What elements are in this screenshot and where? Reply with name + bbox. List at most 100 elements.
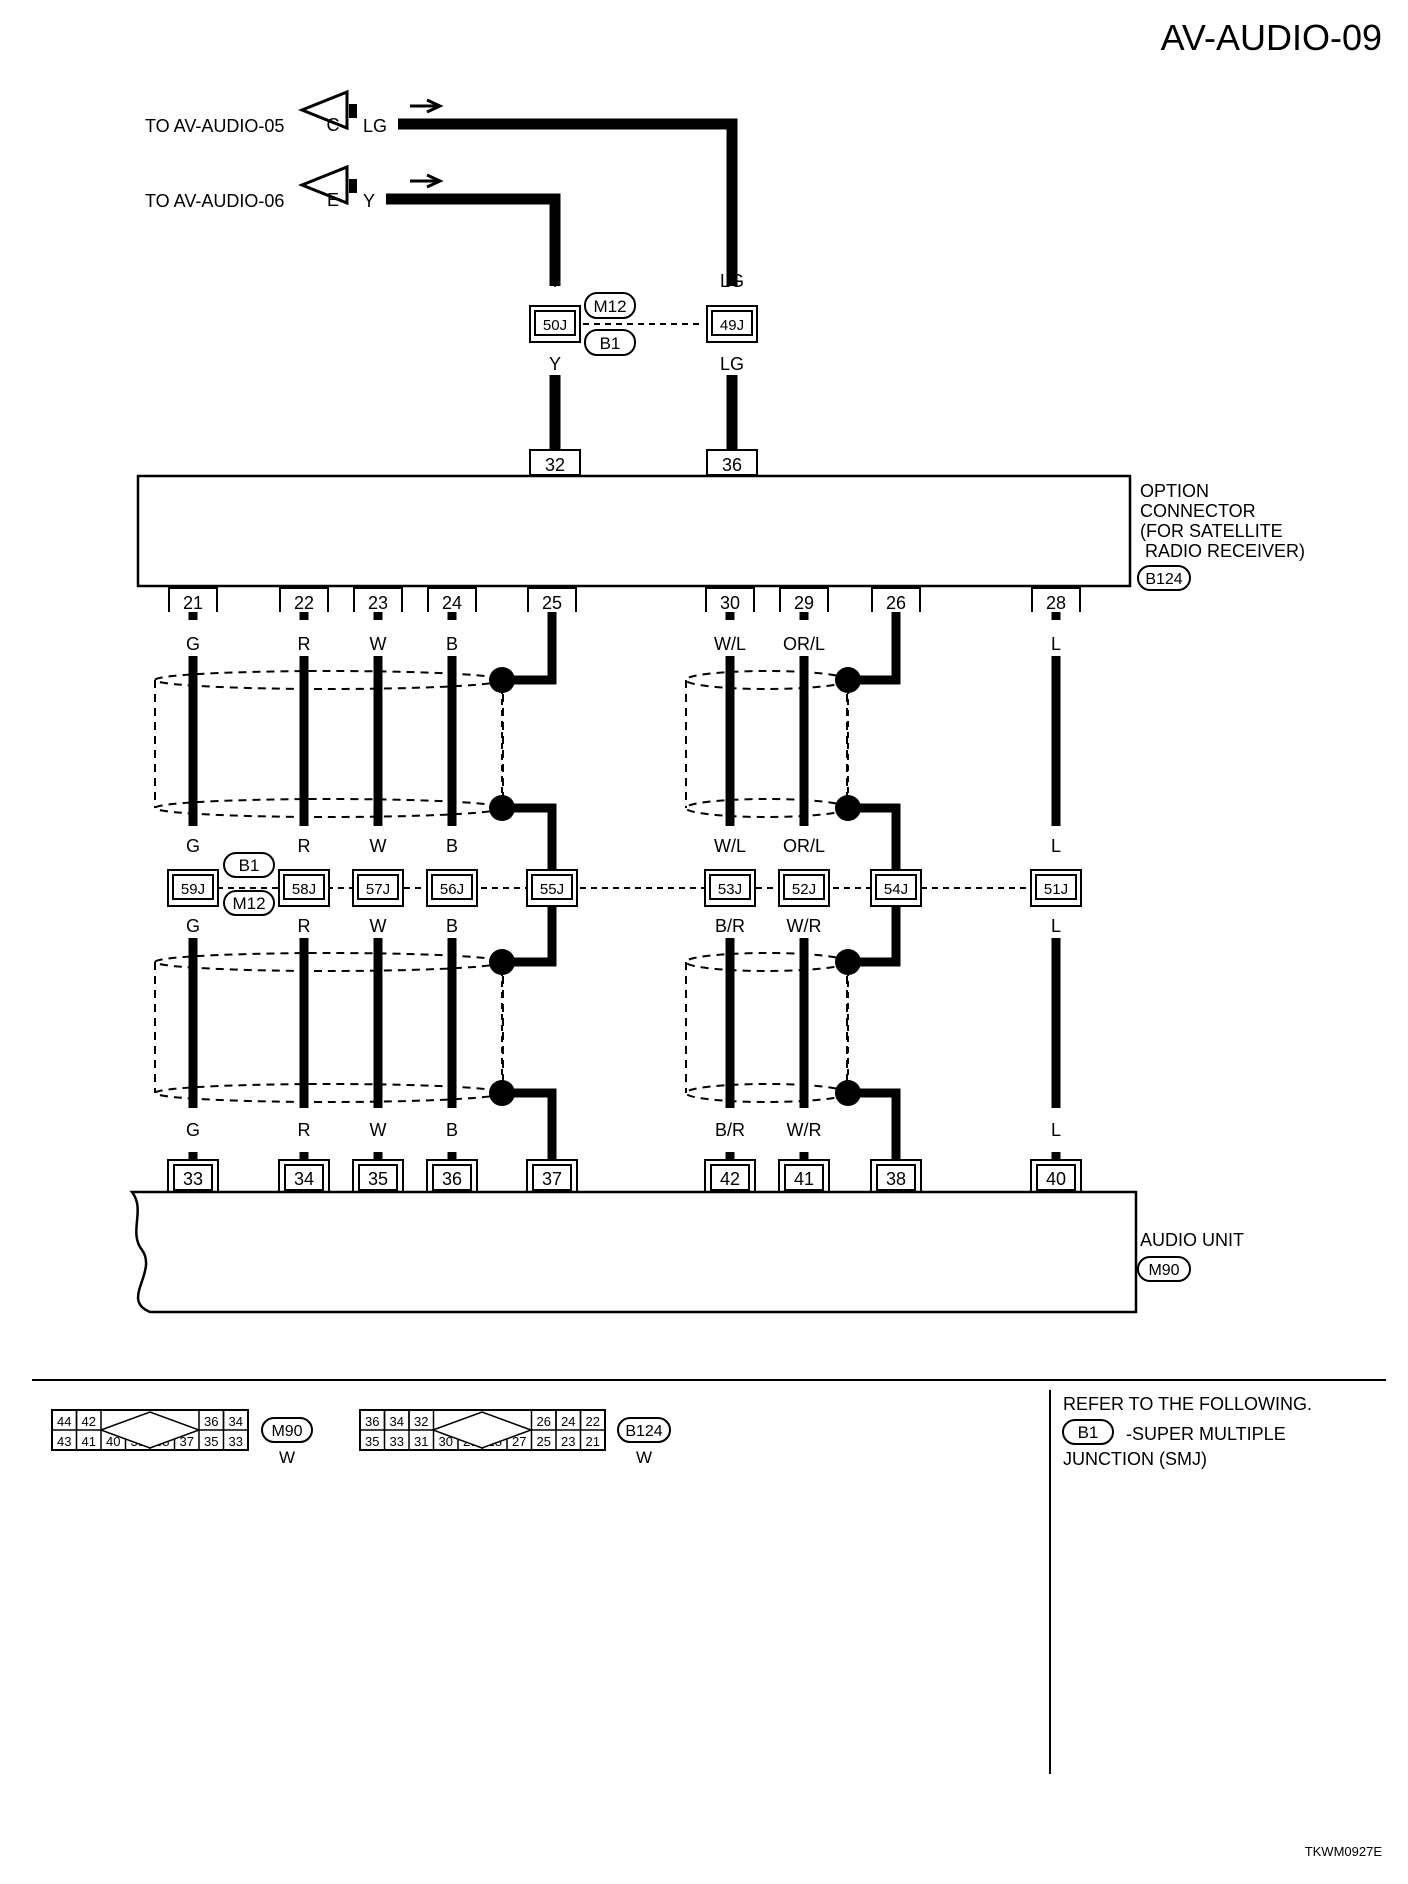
au-pin-34: 34: [278, 1159, 330, 1192]
wire-color: B: [446, 916, 458, 936]
shield-lower-right: [685, 952, 848, 1103]
shield-ground-point: [835, 667, 861, 693]
wire-color: W/R: [787, 916, 822, 936]
pin-label: 36: [722, 455, 742, 475]
pin-label: 25: [542, 593, 562, 613]
wire-color: W: [370, 836, 387, 856]
pin-label: 36: [442, 1169, 462, 1189]
cavity-number: 21: [586, 1434, 600, 1449]
wire-circuit-21: 21GGGG59J33CD LHINPUT(-): [166, 587, 220, 1250]
ref-color: LG: [363, 116, 387, 136]
pin-label: 32: [545, 455, 565, 475]
audio-unit-id-tag: [1137, 1256, 1191, 1282]
joint-label: 57J: [366, 881, 390, 898]
wire-color: L: [1051, 634, 1061, 654]
connector-color: W: [279, 1448, 295, 1467]
arrow-connector-icon: [297, 164, 349, 206]
cavity-number: 26: [537, 1414, 551, 1429]
pin-label: 42: [720, 1169, 740, 1189]
wire-color: LG: [720, 271, 744, 291]
terminal-icon: [349, 104, 357, 118]
cavity-number: 34: [229, 1414, 243, 1429]
joint-label: 56J: [440, 881, 464, 898]
connector-id-tag: [1137, 565, 1191, 591]
joint-51j[interactable]: 51J: [1030, 869, 1082, 907]
cavity-number: 33: [390, 1434, 404, 1449]
joint-52j[interactable]: 52J: [778, 869, 830, 907]
wire-color: L: [1051, 836, 1061, 856]
connector-name: OPTION: [1140, 481, 1209, 501]
drain-wire-26: [835, 612, 901, 1160]
pin-label: 28: [1046, 593, 1066, 613]
wire-circuit-22: 22RRRR58J34CD LHINPUT(+): [277, 587, 331, 1250]
joint-49j[interactable]: 49J: [706, 305, 758, 343]
wire-color: R: [298, 634, 311, 654]
connector-name: CONNECTOR: [1140, 501, 1256, 521]
joint-label: 52J: [792, 881, 816, 898]
au-pin-40: 40: [1030, 1159, 1082, 1192]
connector-face-b124[interactable]: 35333130292827252321363432262422 B124 W: [359, 1409, 671, 1467]
ref-av-audio-05[interactable]: TO AV-AUDIO-05 C LG: [145, 89, 444, 136]
connector-face-m90[interactable]: 434140393837353344423634 M90 W: [51, 1409, 313, 1467]
joint-58j[interactable]: 58J: [278, 869, 330, 907]
connector-id-tag: [261, 1417, 313, 1443]
option-connector[interactable]: OPTION CONNECTOR (FOR SATELLITE RADIO RE…: [136, 474, 1305, 591]
wire-color: L: [1051, 916, 1061, 936]
cavity-number: 35: [365, 1434, 379, 1449]
cavity-number: 40: [106, 1434, 120, 1449]
joint-55j[interactable]: 55J: [526, 869, 578, 907]
cavity-number: 24: [561, 1414, 575, 1429]
terminal-icon: [349, 179, 357, 193]
pin-label: 33: [183, 1169, 203, 1189]
joint-label: 53J: [718, 881, 742, 898]
joint-label: 55J: [540, 881, 564, 898]
note-text: -SUPER MULTIPLE: [1126, 1424, 1286, 1444]
joint-56j[interactable]: 56J: [426, 869, 478, 907]
opt-pin-28: 28: [1031, 587, 1081, 613]
joint-label: 51J: [1044, 881, 1068, 898]
cavity-number: 27: [512, 1434, 526, 1449]
connector-id: B124: [625, 1423, 662, 1440]
connector-name: RADIO RECEIVER): [1140, 541, 1305, 561]
wire-color: B/R: [715, 1120, 745, 1140]
joint-53j[interactable]: 53J: [704, 869, 756, 907]
cavity-number: 44: [57, 1414, 71, 1429]
cavity-number: 34: [390, 1414, 404, 1429]
shield-ground-point: [489, 1080, 515, 1106]
opt-pin-30: 30: [705, 587, 755, 613]
opt-pin-29: 29: [779, 587, 829, 613]
pin-label: 29: [794, 593, 814, 613]
shield-upper-right: [685, 670, 848, 818]
cavity-number: 25: [537, 1434, 551, 1449]
audio-unit[interactable]: AUDIO UNIT M90: [129, 1190, 1244, 1314]
cavity-number: 43: [57, 1434, 71, 1449]
cavity-number: 22: [586, 1414, 600, 1429]
page-title: AV-AUDIO-09: [1161, 17, 1382, 58]
wire-color: W/L: [714, 634, 746, 654]
audio-unit-id: M90: [1148, 1262, 1179, 1279]
au-pin-37: 37: [526, 1159, 578, 1192]
smj-tag: [1062, 1419, 1114, 1445]
wire-color: Y: [549, 354, 561, 374]
connector-id: M90: [271, 1423, 302, 1440]
cavity-number: 30: [439, 1434, 453, 1449]
audio-unit-box: [129, 1190, 1138, 1314]
pin-label: 22: [294, 593, 314, 613]
au-pin-42: 42: [704, 1159, 756, 1192]
arrow-connector-icon: [297, 89, 349, 131]
wire-color: Y: [549, 271, 561, 291]
shield-ground-point: [835, 1080, 861, 1106]
ref-av-audio-06[interactable]: TO AV-AUDIO-06 E Y: [145, 164, 444, 211]
joint-54j[interactable]: 54J: [870, 869, 922, 907]
cavity-number: 42: [82, 1414, 96, 1429]
cavity-number: 23: [561, 1434, 575, 1449]
pin-label: 35: [368, 1169, 388, 1189]
pin-label: 24: [442, 593, 462, 613]
refer-note: REFER TO THE FOLLOWING. B1 -SUPER MULTIP…: [1062, 1394, 1312, 1469]
joint-59j[interactable]: 59J: [167, 869, 219, 907]
connector-id-tag: [617, 1417, 671, 1443]
joint-50j[interactable]: 50J: [529, 305, 581, 343]
joint-57j[interactable]: 57J: [352, 869, 404, 907]
